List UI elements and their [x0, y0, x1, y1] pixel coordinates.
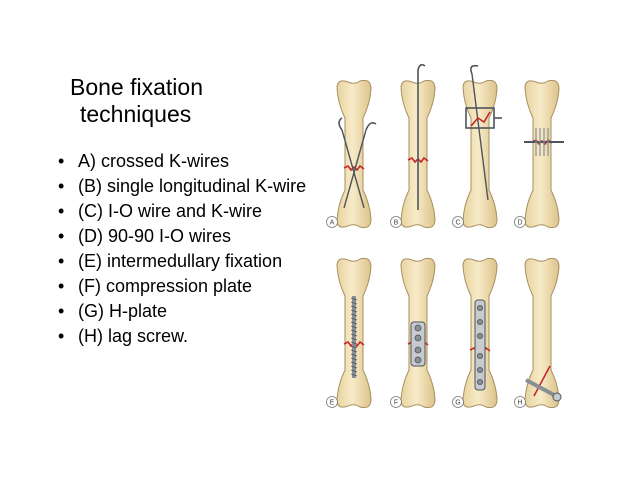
screw-thread	[350, 305, 358, 309]
screw-thread	[350, 301, 358, 305]
k-wire	[343, 129, 367, 209]
panel-label-circle	[452, 216, 464, 228]
fracture-line	[343, 164, 365, 172]
panel-label: D	[517, 220, 522, 227]
panel-label-circle	[390, 396, 402, 408]
screw-thread	[350, 361, 358, 365]
list-item: (F) compression plate	[58, 276, 314, 296]
screw-thread	[350, 369, 358, 373]
bone	[524, 79, 560, 229]
k-wire-hook	[417, 63, 426, 71]
k-wire	[471, 73, 489, 201]
screw-thread	[350, 313, 358, 317]
lag-screw	[525, 378, 557, 398]
plate-screw	[414, 356, 422, 364]
panel-label-circle	[390, 216, 402, 228]
fracture-line	[533, 365, 551, 397]
k-wire-hook	[470, 64, 479, 75]
screw-thread	[350, 333, 358, 337]
slide-title-line-2: techniques	[80, 101, 192, 127]
bone	[336, 79, 372, 229]
panel-label-circle	[326, 216, 338, 228]
list-item: (H) lag screw.	[58, 326, 314, 346]
list-item: (C) I-O wire and K-wire	[58, 201, 314, 221]
plate-screw	[476, 366, 483, 373]
fracture-line	[470, 111, 491, 127]
k-wire-hook	[338, 117, 343, 131]
list-item: (E) intermedullary fixation	[58, 251, 314, 271]
plate-screw	[476, 332, 483, 339]
bone	[524, 257, 560, 409]
panel-label: E	[330, 400, 335, 407]
list-item: (G) H-plate	[58, 301, 314, 321]
panel-label: C	[455, 220, 460, 227]
list-item: (B) single longitudinal K-wire	[58, 176, 314, 196]
panel-label-circle	[514, 396, 526, 408]
k-wire-hook	[365, 122, 377, 131]
compression-plate	[410, 321, 426, 367]
slide-title-line-1: Bone fixation	[70, 74, 203, 100]
list-item: A) crossed K-wires	[58, 151, 314, 171]
screw-thread	[350, 345, 358, 349]
panel-label: H	[517, 400, 522, 407]
panel-label: F	[394, 400, 398, 407]
screw-thread	[350, 353, 358, 357]
panel-label-circle	[326, 396, 338, 408]
plate-screw	[414, 334, 422, 342]
panel-label: A	[330, 220, 335, 227]
panel-label: B	[394, 220, 399, 227]
screw-thread	[350, 373, 358, 377]
plate-screw	[476, 352, 483, 359]
list-item: (D) 90-90 I-O wires	[58, 226, 314, 246]
screw-thread	[350, 309, 358, 313]
plate-screw	[476, 318, 483, 325]
bone	[462, 79, 498, 229]
lag-screw-head	[552, 392, 562, 402]
k-wire	[341, 129, 365, 209]
h-plate	[474, 299, 486, 391]
technique-list: A) crossed K-wires (B) single longitudin…	[58, 151, 314, 351]
screw-thread	[350, 357, 358, 361]
plate-screw	[476, 378, 483, 385]
screw-thread	[350, 365, 358, 369]
screw-thread	[350, 297, 358, 301]
screw-thread	[350, 321, 358, 325]
screw-thread	[350, 325, 358, 329]
slide-title: Bone fixation techniques	[70, 74, 310, 128]
bone-fixation-illustration: A B C D E F G H	[326, 63, 564, 409]
screw-thread	[350, 329, 358, 333]
screw-thread	[350, 341, 358, 345]
panel-label: G	[455, 400, 460, 407]
plate-screw	[476, 304, 483, 311]
plate-screw	[414, 324, 422, 332]
screw-thread	[350, 349, 358, 353]
panel-label-circle	[514, 216, 526, 228]
screw-thread	[350, 317, 358, 321]
plate-screw	[414, 346, 422, 354]
panel-label-circle	[452, 396, 464, 408]
screw-thread	[350, 337, 358, 341]
